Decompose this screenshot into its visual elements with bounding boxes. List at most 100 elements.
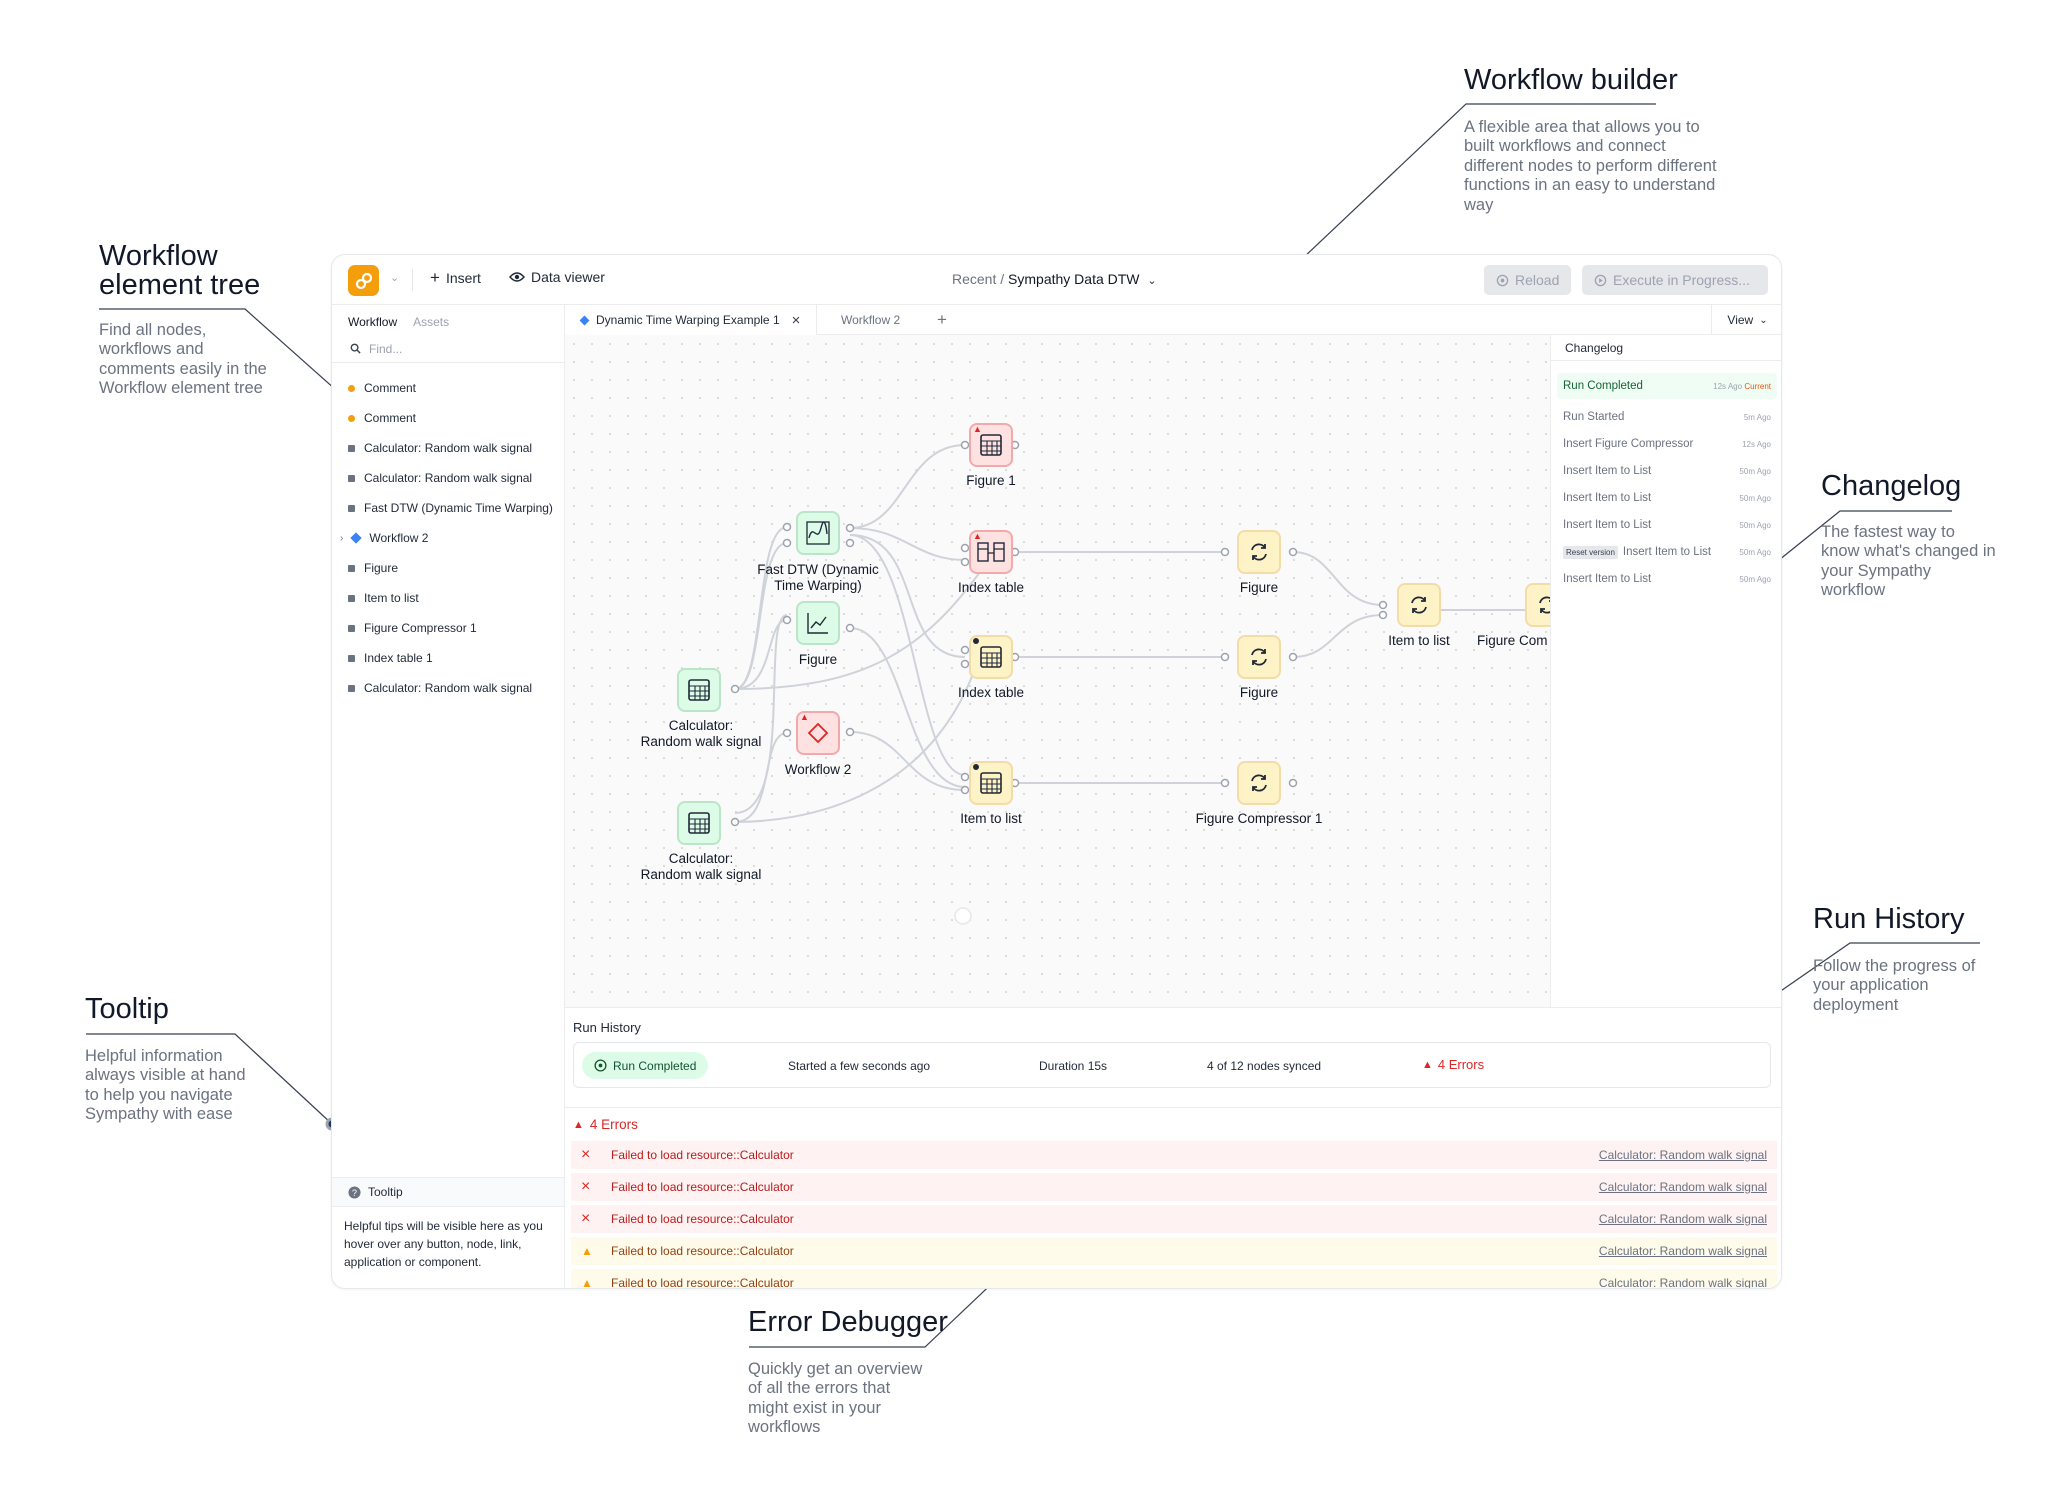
error-message: Failed to load resource::Calculator: [611, 1212, 794, 1226]
breadcrumb-recent[interactable]: Recent /: [952, 271, 1005, 287]
tooltip-text: Helpful tips will be visible here as you…: [344, 1219, 543, 1269]
tab-workflow-2[interactable]: Workflow 2: [825, 305, 916, 335]
error-row[interactable]: × Failed to load resource::Calculator Ca…: [571, 1172, 1777, 1201]
tree-item-figure[interactable]: Figure: [348, 561, 398, 575]
insert-button[interactable]: + Insert: [430, 269, 481, 286]
sympathy-logo-icon[interactable]: [348, 265, 379, 296]
node-item-to-list-a[interactable]: [969, 761, 1013, 805]
node-figure-compressor-1[interactable]: [1237, 761, 1281, 805]
node-label: Item to list: [1388, 633, 1450, 648]
add-tab-plus-icon[interactable]: +: [937, 310, 947, 329]
workflow-builder-annotation-text: A flexible area that allows you to built…: [1464, 118, 1717, 214]
tab-dynamic-time-warping[interactable]: Dynamic Time Warping Example 1 ×: [565, 305, 818, 335]
node-label: Workflow 2: [784, 762, 852, 777]
close-x-icon: ×: [581, 1178, 591, 1195]
error-source-link[interactable]: Calculator: Random walk signal: [1598, 1276, 1767, 1289]
workflow-builder-annotation-title: Workflow builder: [1464, 64, 1678, 96]
node-label: Index table: [957, 685, 1025, 700]
data-viewer-label: Data viewer: [531, 269, 605, 285]
logo-chevron-down-icon[interactable]: ⌄: [390, 272, 400, 284]
changelog-panel: Changelog Run Completed 12s Ago Current …: [1550, 335, 1781, 1007]
tree-item-label: Item to list: [364, 591, 419, 605]
node-index-table-b[interactable]: [969, 635, 1013, 679]
changelog-entry-label: Insert Item to List: [1563, 465, 1652, 477]
find-input[interactable]: Find...: [332, 335, 564, 363]
node-fast-dtw[interactable]: [796, 511, 840, 555]
node-label-line: Fast DTW (Dynamic: [757, 562, 879, 577]
error-row[interactable]: × Failed to load resource::Calculator Ca…: [571, 1140, 1777, 1169]
tree-item-item-to-list[interactable]: Item to list: [348, 591, 419, 605]
error-source-link[interactable]: Calculator: Random walk signal: [1598, 1212, 1767, 1226]
node-workflow-2[interactable]: ▲: [796, 711, 840, 755]
node-square-icon: [348, 474, 355, 482]
tree-item-fast-dtw[interactable]: Fast DTW (Dynamic Time Warping): [348, 501, 553, 515]
run-errors-count[interactable]: ▲ 4 Errors: [1422, 1057, 1484, 1072]
run-status-label: Run Completed: [613, 1058, 697, 1073]
changelog-entry-label: Run Completed: [1563, 380, 1643, 392]
tree-item-workflow-2[interactable]: › Workflow 2: [340, 531, 428, 545]
run-started: Started a few seconds ago: [788, 1059, 931, 1073]
node-figure-mid[interactable]: [796, 601, 840, 645]
node-label: Figure: [1239, 685, 1279, 700]
execute-button[interactable]: Execute in Progress...: [1582, 265, 1768, 295]
node-calculator-1[interactable]: [677, 668, 721, 712]
close-x-icon: ×: [581, 1146, 591, 1163]
workflow-builder-canvas[interactable]: Calculator:Random walk signal Calculator…: [565, 335, 1569, 1007]
reload-button[interactable]: Reload: [1484, 265, 1572, 295]
error-source-link[interactable]: Calculator: Random walk signal: [1598, 1180, 1767, 1194]
warning-row[interactable]: ▲ Failed to load resource::Calculator Ca…: [571, 1236, 1777, 1265]
changelog-entry[interactable]: Run Completed 12s Ago Current: [1557, 373, 1777, 399]
view-dropdown[interactable]: View ⌄: [1711, 305, 1781, 335]
left-panel-tabs: Workflow Assets: [348, 315, 449, 329]
node-figure-a[interactable]: [1237, 530, 1281, 574]
reset-version-button[interactable]: Reset version: [1563, 545, 1618, 559]
breadcrumb-current[interactable]: Sympathy Data DTW: [1008, 271, 1140, 287]
changelog-entry-time: 12s Ago: [1742, 439, 1771, 449]
chevron-down-icon[interactable]: ⌄: [1147, 275, 1157, 287]
view-label: View: [1727, 313, 1754, 327]
changelog-time: 12s Ago: [1713, 381, 1743, 391]
tree-item-label: Calculator: Random walk signal: [364, 471, 533, 485]
tree-item-calculator[interactable]: Calculator: Random walk signal: [348, 681, 532, 695]
chart-icon: [807, 613, 828, 634]
tree-item-index-table[interactable]: Index table 1: [348, 651, 433, 665]
reload-label: Reload: [1515, 272, 1560, 288]
comment-dot-icon: [348, 414, 355, 422]
warning-row[interactable]: ▲ Failed to load resource::Calculator Ca…: [571, 1268, 1777, 1289]
error-row[interactable]: × Failed to load resource::Calculator Ca…: [571, 1204, 1777, 1233]
errors-title-label: 4 Errors: [589, 1117, 638, 1132]
node-calculator-2[interactable]: [677, 801, 721, 845]
error-source-link[interactable]: Calculator: Random walk signal: [1598, 1244, 1767, 1258]
data-viewer-button[interactable]: Data viewer: [509, 269, 605, 285]
error-source-link[interactable]: Calculator: Random walk signal: [1598, 1148, 1767, 1162]
node-label-line: Random walk signal: [640, 733, 762, 749]
node-figure-b[interactable]: [1237, 635, 1281, 679]
chevron-right-icon[interactable]: ›: [340, 532, 344, 544]
tree-item-comment[interactable]: Comment: [348, 381, 416, 395]
node-figure-1[interactable]: ▲: [969, 423, 1013, 467]
tree-item-calculator[interactable]: Calculator: Random walk signal: [348, 471, 532, 485]
calculator-icon: [688, 812, 710, 834]
tab-assets[interactable]: Assets: [413, 315, 450, 329]
comment-dot-icon: [348, 384, 355, 392]
tree-item-figure-compressor[interactable]: Figure Compressor 1: [348, 621, 477, 635]
run-history-row[interactable]: Run Completed Started a few seconds ago …: [573, 1042, 1771, 1088]
node-item-to-list-b[interactable]: [1397, 583, 1441, 627]
tree-item-label: Calculator: Random walk signal: [364, 441, 533, 455]
tree-item-label: Workflow 2: [369, 531, 429, 545]
tree-item-comment[interactable]: Comment: [348, 411, 416, 425]
error-badge-icon: ▲: [800, 712, 809, 722]
node-index-table-a[interactable]: ▲: [969, 530, 1013, 574]
tree-item-calculator[interactable]: Calculator: Random walk signal: [348, 441, 532, 455]
table-icon: [980, 434, 1002, 456]
tab-workflow[interactable]: Workflow: [348, 315, 398, 329]
breadcrumb[interactable]: Recent / Sympathy Data DTW ⌄: [952, 271, 1157, 287]
close-icon[interactable]: ×: [791, 311, 801, 329]
